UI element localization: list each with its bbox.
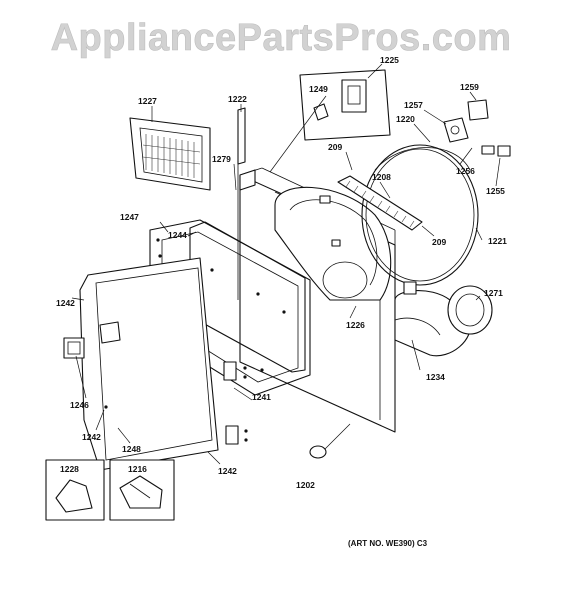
door-panel xyxy=(79,257,219,471)
lint-filter xyxy=(129,117,211,191)
callout-1247: 1247 xyxy=(120,212,139,222)
inset-box-1228 xyxy=(45,459,105,521)
callout-1216: 1216 xyxy=(128,464,147,474)
drum-ring xyxy=(361,144,479,286)
door-strike xyxy=(63,337,85,359)
callout-1242-mid: 1242 xyxy=(82,432,101,442)
callout-1244: 1244 xyxy=(168,230,187,240)
callout-1226: 1226 xyxy=(346,320,365,330)
callout-1257: 1257 xyxy=(404,100,423,110)
callout-1242-bottom: 1242 xyxy=(218,466,237,476)
callout-1225: 1225 xyxy=(380,55,399,65)
thermostat-parts xyxy=(443,99,511,157)
callout-1220: 1220 xyxy=(396,114,415,124)
callout-1202: 1202 xyxy=(296,480,315,490)
callout-1248: 1248 xyxy=(122,444,141,454)
duct-housing xyxy=(394,281,493,357)
callout-1208: 1208 xyxy=(372,172,391,182)
door-hinges xyxy=(223,361,248,445)
watermark-text: AppliancePartsPros.com xyxy=(51,17,512,59)
inset-box-1216 xyxy=(109,459,175,521)
callout-209-top: 209 xyxy=(328,142,342,152)
callout-1221: 1221 xyxy=(488,236,507,246)
switch-inset-box xyxy=(299,69,391,141)
callout-1227: 1227 xyxy=(138,96,157,106)
callout-1279: 1279 xyxy=(212,154,231,164)
leveling-foot xyxy=(309,423,351,459)
vertical-bracket xyxy=(237,107,246,300)
callout-1241: 1241 xyxy=(252,392,271,402)
callout-1234: 1234 xyxy=(426,372,445,382)
leader-lines xyxy=(71,63,501,465)
callout-1228: 1228 xyxy=(60,464,79,474)
art-number: (ART NO. WE390) C3 xyxy=(348,539,428,548)
callout-1222: 1222 xyxy=(228,94,247,104)
callout-labels: 1225 1249 1227 1222 1259 1257 1220 209 1… xyxy=(56,55,507,490)
heater-strip xyxy=(337,175,423,231)
callout-1255: 1255 xyxy=(486,186,505,196)
callout-1246: 1246 xyxy=(70,400,89,410)
callout-209-bottom: 209 xyxy=(432,237,446,247)
callout-1256: 1256 xyxy=(456,166,475,176)
callout-1249: 1249 xyxy=(309,84,328,94)
callout-1271: 1271 xyxy=(484,288,503,298)
callout-1259: 1259 xyxy=(460,82,479,92)
callout-1242-top: 1242 xyxy=(56,298,75,308)
